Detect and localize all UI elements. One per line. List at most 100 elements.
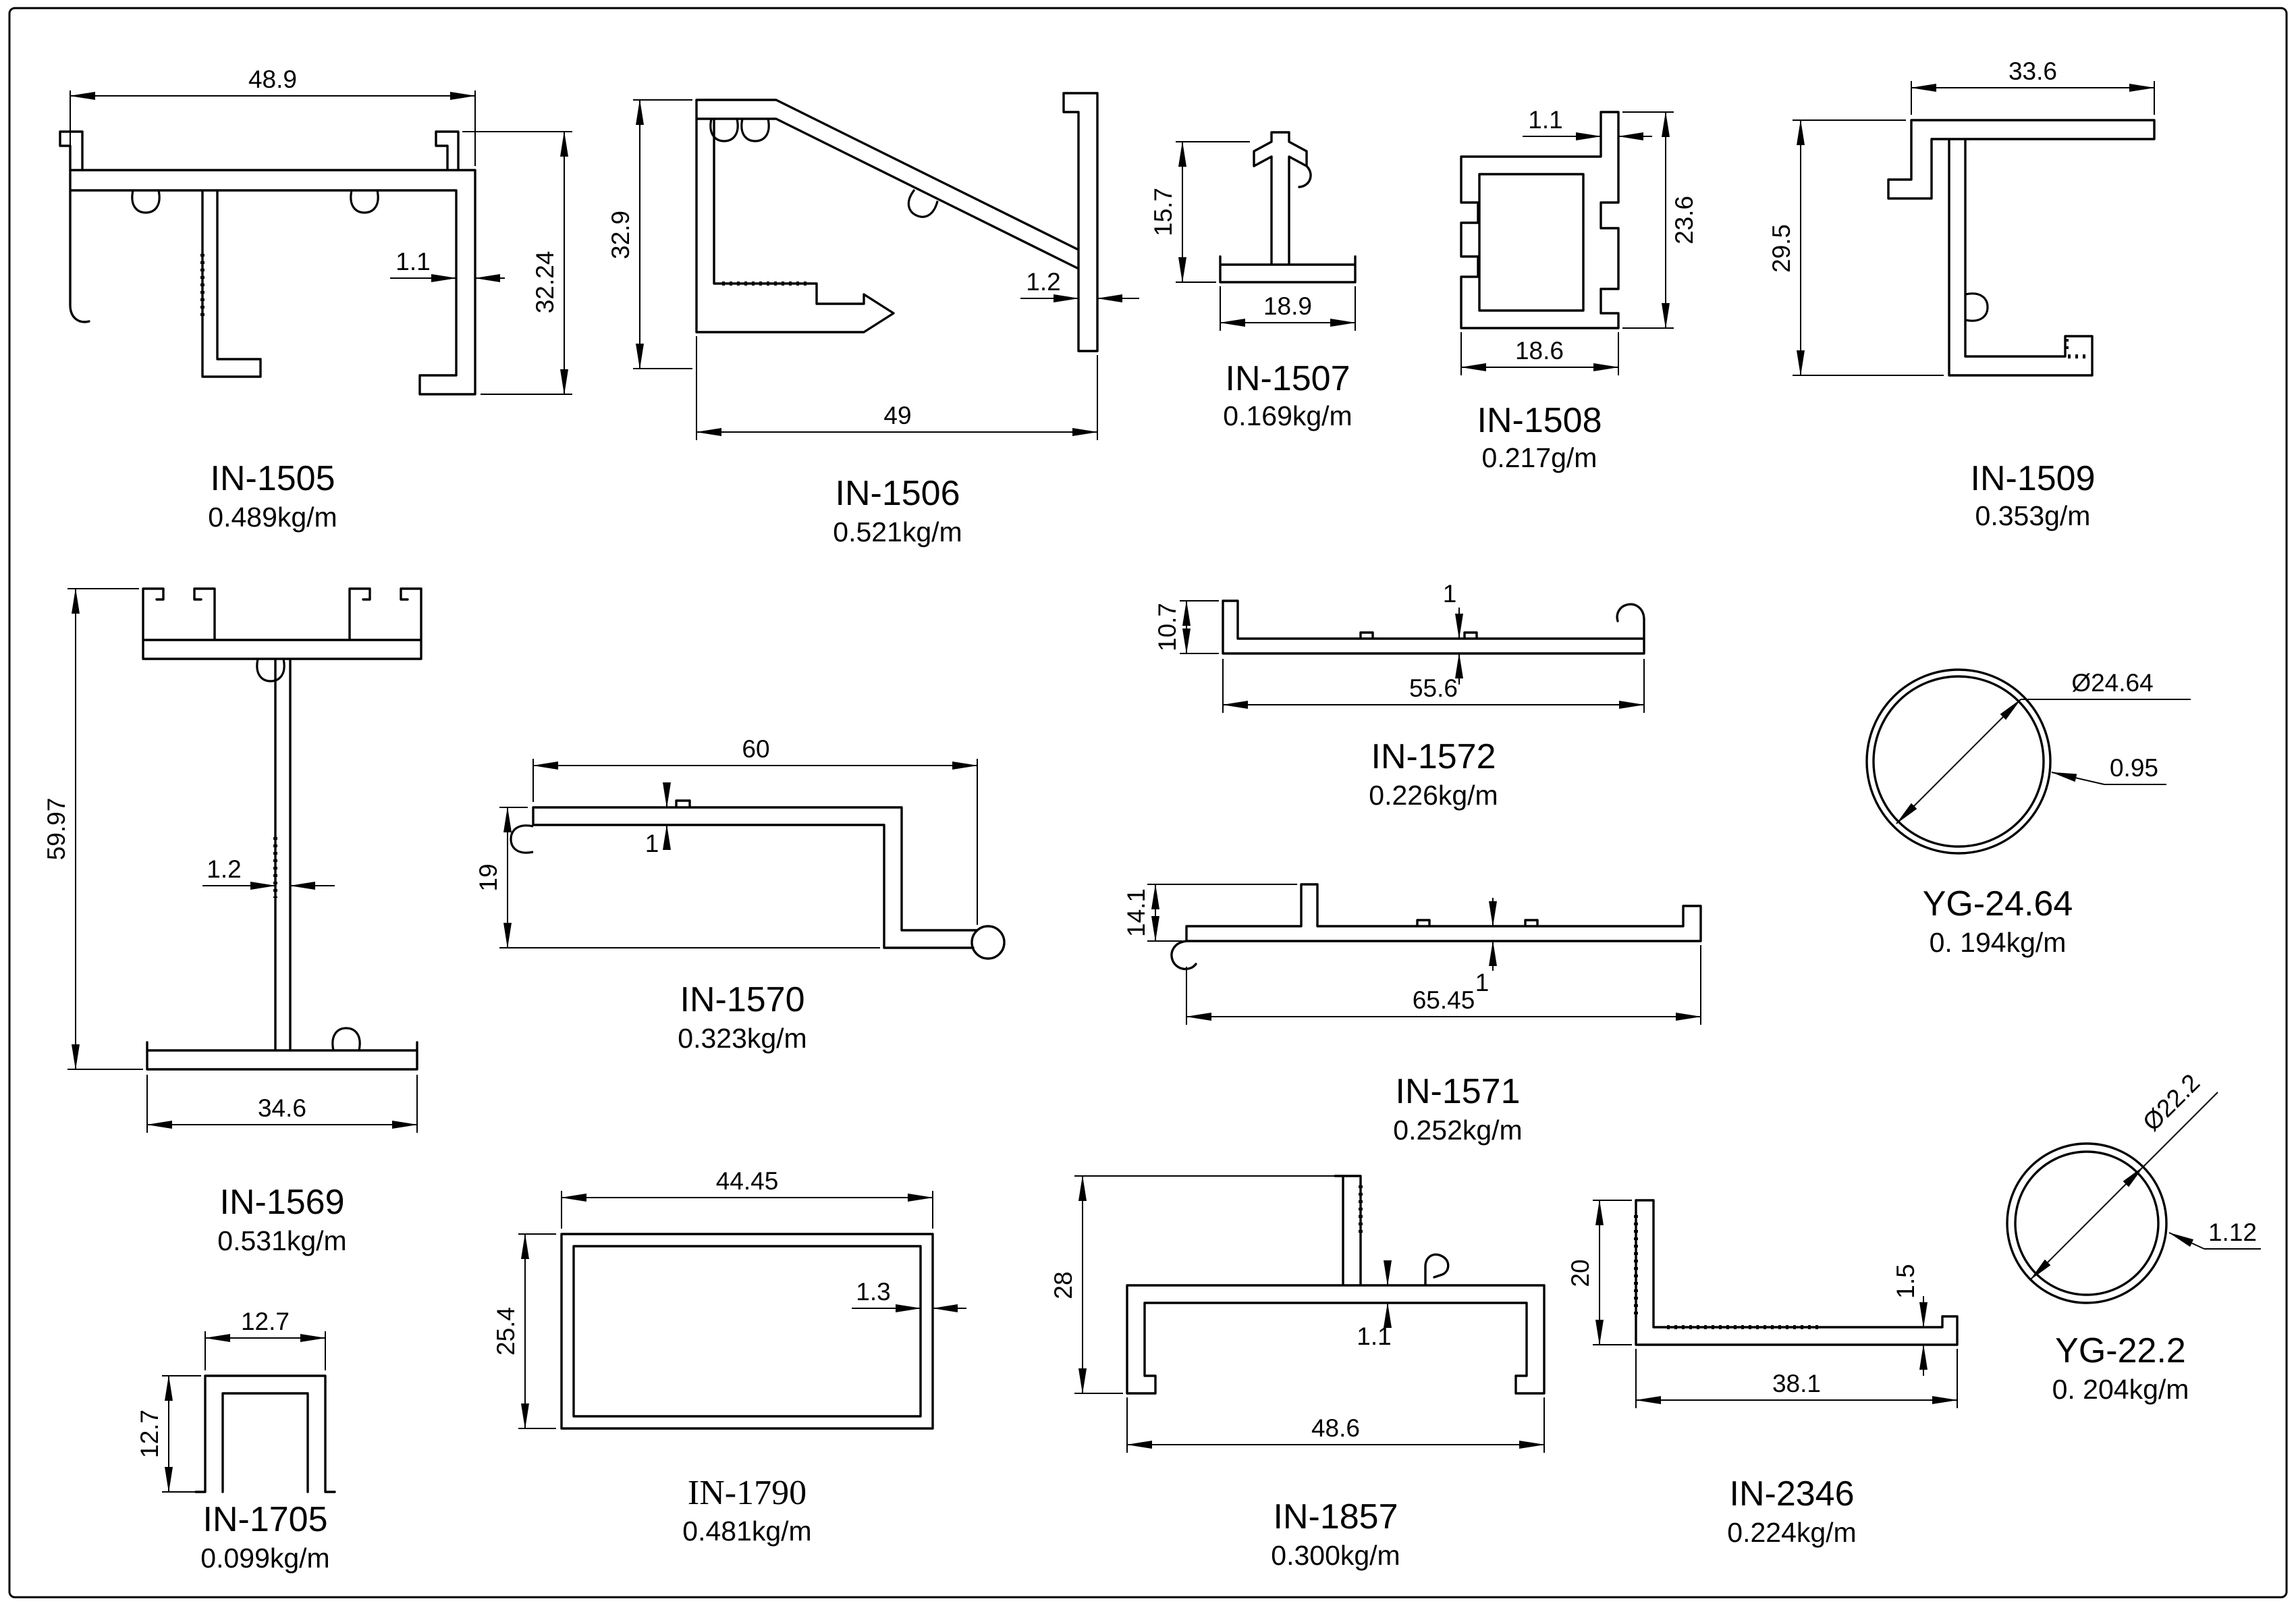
outline [142, 587, 422, 1071]
ext-lines [1176, 141, 1356, 331]
profile-weight: 0.217g/m [1482, 442, 1597, 473]
profile-weight: 0.099kg/m [200, 1543, 329, 1574]
leader-line [2168, 1232, 2205, 1250]
inner-circle [2014, 1150, 2160, 1296]
dim-height: 25.4 [492, 1307, 520, 1356]
outline [1219, 131, 1357, 284]
leader-line [2143, 1092, 2218, 1167]
hook-circle [971, 925, 1006, 960]
profile-weight: 0.489kg/m [208, 502, 337, 533]
dim-height: 59.97 [43, 798, 70, 861]
profile-id: YG-22.2 [2055, 1331, 2186, 1370]
ext-lines [1793, 81, 2155, 376]
ext-lines [1074, 1175, 1545, 1453]
profile-weight: 0.353g/m [1975, 500, 2091, 531]
profile-in-1572-group: 10.7 1 55.6 IN-1572 0.226kg/m [1153, 580, 1645, 811]
profile-weight: 0.252kg/m [1393, 1115, 1522, 1146]
profile-in-1506-group: 32.9 49 1.2 IN-1506 0.521kg/m [607, 92, 1139, 547]
profile-id: IN-1705 [203, 1500, 328, 1539]
dim-width: 55.6 [1409, 674, 1458, 702]
outline [194, 1374, 336, 1493]
profile-weight: 0. 204kg/m [2052, 1374, 2189, 1405]
profile-in-1790-group: 44.45 25.4 1.3 IN-1790 0.481kg/m [492, 1167, 966, 1547]
profile-yg-22-2-group: Ø22.2 1.12 YG-22.2 0. 204kg/m [2006, 1069, 2261, 1405]
diameter-line [2029, 1166, 2144, 1281]
clip [131, 189, 161, 214]
dim-wall: 1.5 [1892, 1264, 1919, 1298]
profile-in-1508-group: 1.1 23.6 18.6 IN-1508 0.217g/m [1460, 106, 1698, 473]
profile-id: IN-1857 [1274, 1497, 1398, 1536]
diameter-line [1896, 699, 2021, 824]
ext-lines [70, 90, 572, 395]
outline [1126, 1175, 1546, 1395]
dim-wall: 1 [645, 830, 659, 857]
outline [1460, 111, 1620, 329]
profile-id: IN-1572 [1371, 737, 1496, 776]
ext-lines [518, 1191, 933, 1429]
outline [1887, 119, 2156, 377]
dim-width: 34.6 [258, 1094, 306, 1122]
dim-height: 20 [1566, 1259, 1594, 1287]
inner-circle [1872, 675, 2045, 848]
profile-id: IN-1790 [688, 1474, 807, 1512]
profile-in-1570-group: 60 19 1 IN-1570 0.323kg/m [474, 735, 1006, 1054]
dim-width: 48.9 [248, 65, 297, 93]
clip [740, 117, 770, 142]
dim-width: 48.6 [1311, 1414, 1360, 1442]
dim-wall: 1.3 [856, 1278, 890, 1306]
profile-in-2346-group: 20 1.5 38.1 IN-2346 0.224kg/m [1566, 1199, 1959, 1548]
dim-height: 14.1 [1122, 888, 1150, 937]
dim-wall: 1.12 [2208, 1219, 2257, 1246]
ext-lines [67, 588, 418, 1133]
profile-id: IN-1570 [680, 980, 805, 1019]
ext-lines [633, 99, 1098, 440]
dim-width: 33.6 [2008, 57, 2057, 85]
profile-weight: 0.224kg/m [1727, 1517, 1856, 1548]
profile-in-1507-group: 15.7 18.9 IN-1507 0.169kg/m [1149, 131, 1357, 431]
ext-lines [1147, 884, 1701, 1025]
ext-lines [162, 1331, 326, 1493]
dim-width: 38.1 [1772, 1370, 1821, 1397]
dim-height: 29.5 [1768, 224, 1795, 273]
clip [902, 188, 939, 223]
profile-in-1505-group: 48.9 32.24 1.1 IN-1505 0.489kg/m [59, 65, 572, 533]
leader-line [2051, 772, 2105, 785]
dim-wall: 1.2 [207, 855, 241, 883]
profile-in-1509-group: 33.6 29.5 IN-1509 0.353g/m [1768, 57, 2156, 531]
dim-width: 18.9 [1263, 292, 1312, 320]
dim-wall: 0.95 [2110, 754, 2158, 782]
ext-lines [499, 759, 978, 948]
clip [510, 824, 535, 854]
profile-id: IN-1505 [211, 459, 335, 498]
profile-id: IN-1509 [1971, 459, 2096, 498]
outline [1222, 599, 1645, 655]
dim-wall: 1.1 [1357, 1322, 1391, 1350]
profile-yg-24-64-group: Ø24.64 0.95 YG-24.64 0. 194kg/m [1865, 668, 2191, 958]
outline [695, 92, 1099, 352]
dim-height: 19 [474, 863, 502, 891]
ext-lines [1460, 111, 1674, 375]
profile-in-1857-group: 28 1.1 48.6 IN-1857 0.300kg/m [1049, 1175, 1546, 1571]
clip [331, 1027, 361, 1052]
profile-weight: 0.521kg/m [833, 516, 962, 547]
profile-weight: 0. 194kg/m [1930, 927, 2067, 958]
profile-id: IN-2346 [1730, 1474, 1855, 1514]
dim-width: 44.45 [716, 1167, 779, 1195]
clip [1964, 292, 1989, 322]
profile-in-1571-group: 14.1 1 65.45 IN-1571 0.252kg/m [1122, 883, 1702, 1146]
outer-circle [1865, 668, 2052, 855]
outline [532, 799, 979, 949]
dim-height: 15.7 [1149, 188, 1177, 236]
dim-height: 28 [1049, 1271, 1077, 1299]
dim-width: 49 [883, 402, 911, 429]
dim-wall: 1.1 [395, 248, 430, 275]
dim-height: 32.9 [607, 211, 634, 259]
profile-id: IN-1571 [1396, 1072, 1521, 1111]
serration [1634, 1215, 1822, 1329]
dim-diameter: Ø24.64 [2071, 669, 2153, 697]
profile-weight: 0.169kg/m [1223, 400, 1352, 431]
outline [560, 1233, 934, 1430]
clip [350, 189, 379, 214]
profile-id: IN-1569 [220, 1183, 345, 1222]
